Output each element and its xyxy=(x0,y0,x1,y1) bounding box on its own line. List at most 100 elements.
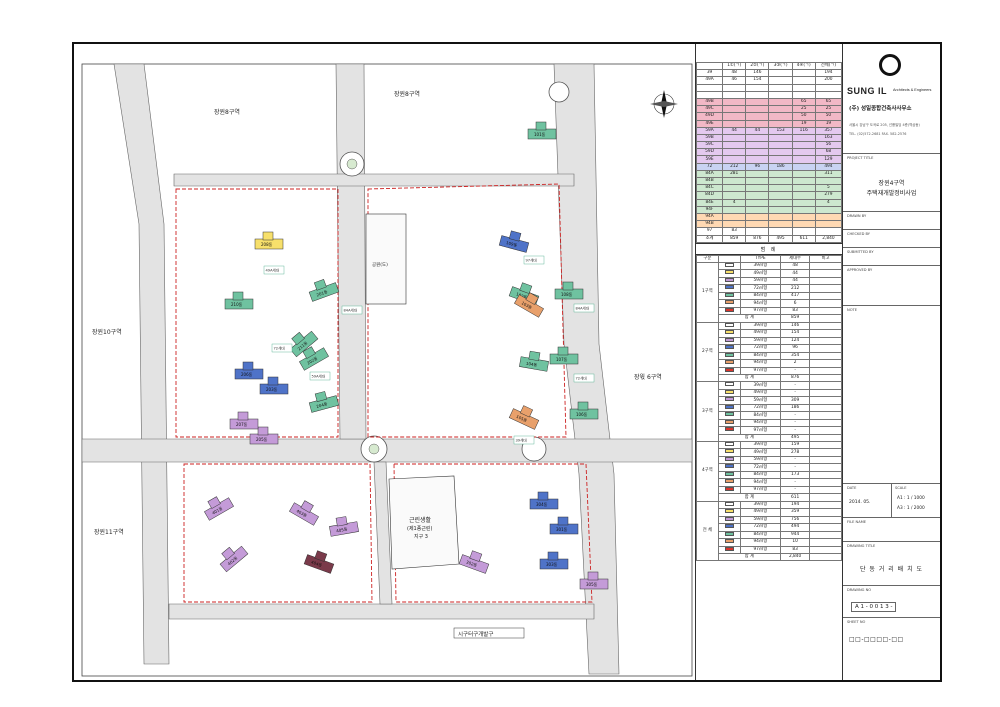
file-label: FILE NAME xyxy=(847,520,867,524)
summary-cell-c1 xyxy=(722,184,747,193)
summary-cell-c4 xyxy=(791,155,816,164)
legend-swatch-cell xyxy=(717,329,741,338)
project-label: PROJECT TITLE xyxy=(847,156,874,160)
summary-cell-c1: 4 xyxy=(722,198,747,207)
summary-cell-total: 194 xyxy=(814,69,843,78)
legend-cell-count: 154 xyxy=(780,329,811,338)
summary-cell-c2 xyxy=(745,148,770,157)
legend-swatch xyxy=(724,270,734,275)
unit-label-frame xyxy=(263,265,285,275)
building-label: 401동 xyxy=(211,505,224,515)
legend-swatch-cell xyxy=(717,545,741,555)
building-wing xyxy=(562,281,574,291)
building-302: 302동 xyxy=(458,550,490,574)
west-road xyxy=(113,63,170,665)
summary-cell-c4 xyxy=(791,90,816,99)
legend-sum-value: 2,840 xyxy=(780,553,811,562)
building-wing xyxy=(207,496,221,509)
legend-swatch-cell xyxy=(717,418,741,428)
tb-note: NOTE xyxy=(843,306,940,484)
summary-cell-c2 xyxy=(745,205,770,214)
building-label: 108동 xyxy=(561,292,573,297)
summary-cell-c3 xyxy=(768,97,793,107)
building-wing xyxy=(587,571,599,581)
summary-cell-c1 xyxy=(722,112,747,121)
summary-cell-type xyxy=(695,83,724,92)
zone4-boundary xyxy=(183,463,373,603)
legend-cell-note xyxy=(809,359,842,368)
building-wing xyxy=(537,491,549,501)
building-wing xyxy=(237,411,249,421)
summary-cell-c3: 153 xyxy=(768,126,793,135)
unit-label-frame xyxy=(271,343,293,353)
drawn-label: DRAWN BY xyxy=(847,214,867,218)
building-label: 301동 xyxy=(556,527,568,532)
building-405: 405동 xyxy=(329,516,359,537)
summary-cell-total: 2,840 xyxy=(814,234,843,243)
unit-label-text: 59A세대 xyxy=(312,374,326,379)
summary-cell-type: 49A xyxy=(695,76,724,85)
building-label: 210동 xyxy=(231,302,243,307)
building-303: 303동 xyxy=(539,551,569,570)
legend-swatch xyxy=(724,345,734,350)
building-109: 109동 xyxy=(498,230,530,253)
legend-cell-note xyxy=(809,523,842,532)
legend-swatch xyxy=(724,464,734,469)
legend-cell-note xyxy=(809,306,842,316)
summary-cell-type: 94A xyxy=(695,212,724,222)
building-label: 402동 xyxy=(227,555,239,566)
summary-cell-c1 xyxy=(722,83,747,92)
summary-cell-type: 84B xyxy=(695,176,724,186)
building-label: 302동 xyxy=(465,559,478,568)
summary-cell-total xyxy=(814,220,843,229)
drawing-title-label: DRAWING TITLE xyxy=(847,544,876,548)
building-wing xyxy=(262,231,274,241)
legend-cell-count: 309 xyxy=(780,396,811,405)
summary-cell-type: 59B xyxy=(695,133,724,143)
legend-cell-note xyxy=(809,545,842,555)
legend-cell-note xyxy=(809,396,842,405)
building-401: 401동 xyxy=(204,496,234,521)
building-label: 201동 xyxy=(316,289,329,298)
summary-header-0 xyxy=(695,61,724,71)
roundabout-ne xyxy=(548,81,570,103)
building-201: 201동 xyxy=(308,279,340,302)
building-207: 207동 xyxy=(229,411,259,430)
summary-cell-c4 xyxy=(791,227,816,236)
summary-cell-type: 84E xyxy=(695,198,724,207)
legend-cell-count: 96 xyxy=(780,344,811,353)
summary-cell-type: 59C xyxy=(695,141,724,150)
summary-cell-c3 xyxy=(768,205,793,214)
summary-cell-c1 xyxy=(722,97,747,107)
unit-label-box: 49A세대 xyxy=(263,265,285,275)
summary-cell-total: 5 xyxy=(814,184,843,193)
legend-cell-type: 94㎡형 xyxy=(739,418,782,428)
legend-header-1 xyxy=(717,254,741,263)
logo-name: SUNG IL xyxy=(847,86,888,96)
summary-cell-c4 xyxy=(791,220,816,229)
legend-cell-count: - xyxy=(780,426,811,435)
summary-cell-total xyxy=(814,90,843,99)
legend-cell-type: 59㎡형 xyxy=(739,515,782,525)
date-label: DATE xyxy=(847,486,857,490)
building-label: 109동 xyxy=(505,240,518,248)
summary-cell-type xyxy=(695,90,724,99)
tb-project: PROJECT TITLE 장윈4구역 주택재개발정비사업 xyxy=(843,154,940,212)
summary-cell-c2 xyxy=(745,227,770,236)
summary-cell-c3 xyxy=(768,148,793,157)
legend-cell-type: 59㎡형 xyxy=(739,276,782,286)
legend-cell-note xyxy=(809,470,842,480)
legend-cell-type: 94㎡형 xyxy=(739,478,782,487)
summary-cell-c1: 859 xyxy=(722,234,747,243)
summary-cell-total xyxy=(814,83,843,92)
unit-label-box: 97세대 xyxy=(523,255,545,265)
tb-submitted: SUBMITTED BY xyxy=(843,248,940,266)
